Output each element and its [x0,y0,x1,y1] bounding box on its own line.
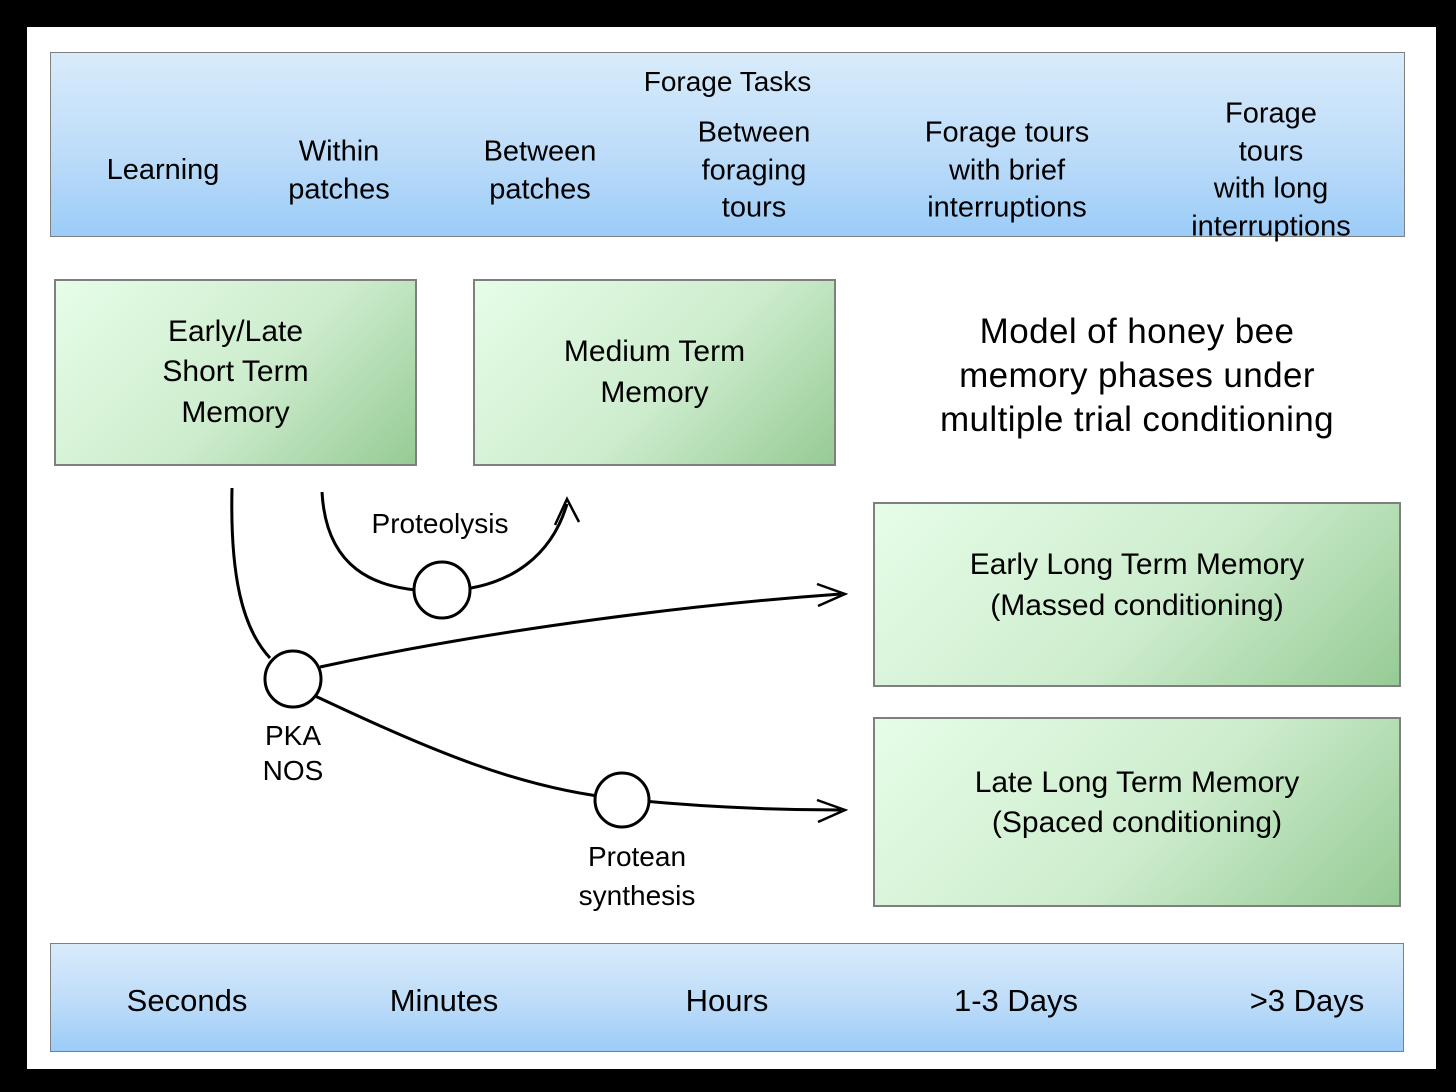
column-forage-tours-brief: Forage tours with brief interruptions [924,116,1090,224]
protein-synthesis-label: Protean synthesis [578,840,696,911]
column-between-foraging-tours: Between foraging tours [697,116,811,224]
early-late-short-term-memory-box: Early/Late Short Term Memory [54,279,417,466]
timeline-label-minutes: Minutes [389,983,499,1018]
timeline-label-1-3-days: 1-3 Days [953,983,1079,1018]
timeline-banner: Seconds Minutes Hours 1-3 Days >3 Days [50,943,1404,1052]
column-learning: Learning [106,154,220,187]
column-forage-tours-long: Forage tours with long interruptions [1191,97,1351,243]
diagram-canvas: Forage Tasks Learning Within patches Bet… [27,27,1436,1069]
timeline-label-gt3-days: >3 Days [1249,983,1365,1018]
lltm-arrowhead [816,798,849,824]
column-within-patches: Within patches [288,135,390,205]
early-long-term-memory-box: Early Long Term Memory (Massed condition… [873,502,1401,687]
stm-to-pka-curve [230,487,272,660]
column-between-patches: Between patches [483,135,597,205]
pka-nos-node [263,649,323,709]
forage-tasks-banner: Forage Tasks Learning Within patches Bet… [50,52,1405,243]
proteolysis-node [412,560,472,620]
pka-to-lltm-curve [312,693,842,812]
forage-tasks-title: Forage Tasks [643,66,812,97]
timeline-label-hours: Hours [685,983,769,1018]
pka-nos-label: PKA NOS [262,720,324,786]
late-long-term-memory-box: Late Long Term Memory (Spaced conditioni… [873,717,1401,907]
diagram-title: Model of honey bee memory phases under m… [939,312,1335,440]
eltm-arrowhead [816,582,849,608]
timeline-label-seconds: Seconds [126,983,248,1018]
protein-synthesis-node [593,771,651,829]
pka-to-eltm-line [319,592,842,669]
mtm-arrowhead [553,496,581,526]
proteolysis-label: Proteolysis [371,507,509,539]
medium-term-memory-box: Medium Term Memory [473,279,836,466]
